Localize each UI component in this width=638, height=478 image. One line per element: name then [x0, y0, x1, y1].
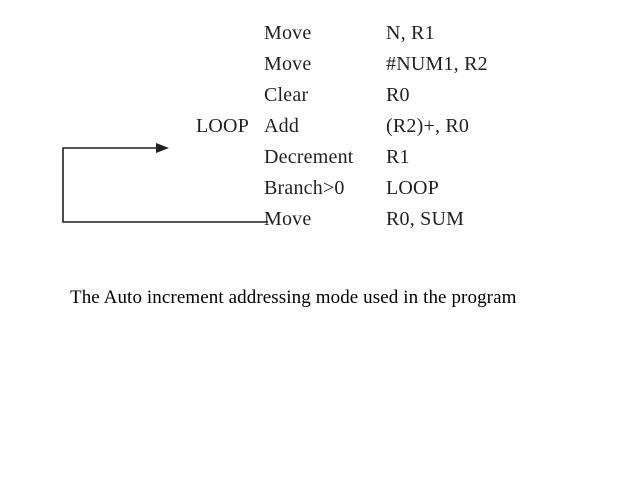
code-opcode: Add [264, 115, 300, 137]
code-opcode: Branch>0 [264, 177, 345, 199]
code-operands: LOOP [386, 177, 440, 199]
code-line: Move N, R1 [196, 22, 596, 53]
code-opcode: Move [264, 208, 312, 230]
code-opcode: Move [264, 53, 312, 75]
code-line: Move #NUM1, R2 [196, 53, 596, 84]
code-opcode: Move [264, 22, 312, 44]
code-line-branch: Branch>0 LOOP [196, 177, 596, 208]
code-line-loop: LOOP Add (R2)+, R0 [196, 115, 596, 146]
code-line: Clear R0 [196, 84, 596, 115]
code-label: LOOP [196, 115, 250, 137]
code-opcode: Decrement [264, 146, 354, 168]
caption-text: The Auto increment addressing mode used … [70, 287, 517, 308]
code-operands: R0, SUM [386, 208, 465, 230]
code-operands: (R2)+, R0 [386, 115, 470, 137]
code-opcode: Clear [264, 84, 309, 106]
code-line: Decrement R1 [196, 146, 596, 177]
code-operands: N, R1 [386, 22, 435, 44]
code-operands: #NUM1, R2 [386, 53, 488, 75]
assembly-listing: Move N, R1 Move #NUM1, R2 Clear R0 LOOP … [196, 22, 596, 239]
code-operands: R1 [386, 146, 410, 168]
code-operands: R0 [386, 84, 410, 106]
code-line: Move R0, SUM [196, 208, 596, 239]
